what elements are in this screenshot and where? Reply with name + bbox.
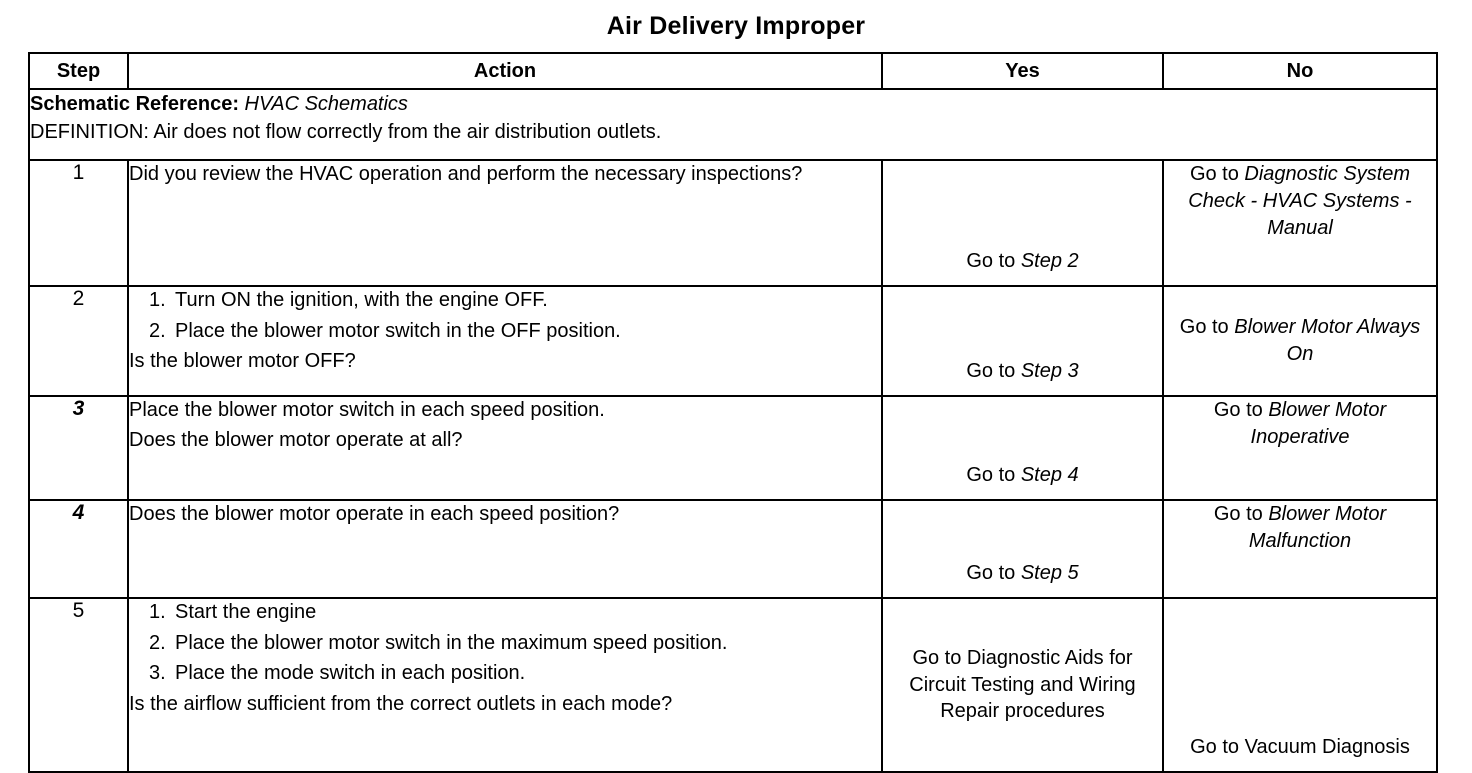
list-item: 1. Start the engine [129,599,881,627]
step-number-2: 2 [28,285,129,397]
no-cell-3: Go to Blower Motor Inoperative [1162,395,1438,501]
no-prefix: Go to [1213,503,1269,525]
yes-cell-5: Go to Diagnostic Aids for Circuit Testin… [881,597,1164,773]
no-cell-1: Go to Diagnostic System Check - HVAC Sys… [1162,159,1438,287]
yes-text: Go to Diagnostic Aids for Circuit Testin… [909,646,1136,723]
action-text: Did you review the HVAC operation and pe… [129,163,803,185]
yes-emphasis: Step 3 [1020,360,1079,383]
no-emphasis: Blower Motor Always On [1234,316,1421,365]
action-cell-4: Does the blower motor operate in each sp… [127,499,883,599]
list-item-number: 3. [149,662,166,685]
list-item-text: Place the blower motor switch in the OFF… [175,319,621,342]
column-header-no: No [1162,52,1438,90]
table-row: 1 Did you review the HVAC operation and … [28,159,1438,287]
step-number-3: 3 [28,395,129,501]
action-cell-1: Did you review the HVAC operation and pe… [127,159,883,287]
no-cell-2: Go to Blower Motor Always On [1162,285,1438,397]
list-item: 1. Turn ON the ignition, with the engine … [129,287,881,315]
column-header-action: Action [127,52,883,90]
yes-prefix: Go to [966,250,1021,273]
step-number-4: 4 [28,499,129,599]
no-emphasis: Blower Motor Malfunction [1248,503,1387,552]
list-item-number: 1. [149,601,166,623]
action-question: Does the blower motor operate at all? [129,428,463,451]
list-item-number: 1. [149,289,166,311]
definition-text: Air does not flow correctly from the air… [153,121,662,144]
yes-cell-4: Go to Step 5 [881,499,1164,599]
table-header-row: Step Action Yes No [28,52,1438,90]
yes-prefix: Go to [966,464,1021,487]
no-prefix: Go to [1213,399,1269,421]
action-question: Is the blower motor OFF? [129,350,356,373]
yes-prefix: Go to [966,360,1021,383]
no-emphasis: Diagnostic System Check - HVAC Systems -… [1188,163,1412,239]
action-step-list: 1. Turn ON the ignition, with the engine … [129,287,881,345]
definition-label: DEFINITION: [30,121,149,144]
step-number-5: 5 [28,597,129,773]
schematic-reference-value: HVAC Schematics [244,93,408,115]
action-cell-5: 1. Start the engine 2. Place the blower mo… [127,597,883,773]
action-question: Is the airflow sufficient from the corre… [129,692,673,715]
no-cell-5: Go to Vacuum Diagnosis [1162,597,1438,773]
list-item: 2. Place the blower motor switch in the O… [129,318,881,346]
step-number-1: 1 [28,159,129,287]
list-item-text: Place the blower motor switch in the max… [175,631,728,654]
column-header-yes: Yes [881,52,1164,90]
no-prefix: Go to [1179,316,1235,339]
definition-row: Schematic Reference: HVAC Schematics DEF… [28,88,1438,161]
list-item-text: Turn ON the ignition, with the engine OF… [175,289,548,311]
list-item-text: Place the mode switch in each position. [175,662,526,685]
schematic-reference-label: Schematic Reference: [30,93,239,115]
action-cell-3: Place the blower motor switch in each sp… [127,395,883,501]
list-item-number: 2. [149,631,166,654]
diagnostic-table: Step Action Yes No Schematic Reference: … [28,52,1438,773]
yes-emphasis: Step 4 [1020,464,1079,487]
no-text: Go to Vacuum Diagnosis [1190,736,1410,759]
page-title: Air Delivery Improper [606,12,866,40]
list-item: 2. Place the blower motor switch in the m… [129,630,881,658]
yes-cell-1: Go to Step 2 [881,159,1164,287]
no-prefix: Go to [1189,163,1245,185]
table-row: 5 1. Start the engine 2. Place the blower … [28,597,1438,773]
no-cell-4: Go to Blower Motor Malfunction [1162,499,1438,599]
yes-prefix: Go to [966,562,1021,585]
schematic-reference-line: Schematic Reference: HVAC Schematics [30,90,1436,118]
yes-emphasis: Step 5 [1020,562,1079,585]
action-cell-2: 1. Turn ON the ignition, with the engine … [127,285,883,397]
table-row: 4 Does the blower motor operate in each … [28,499,1438,599]
list-item-text: Start the engine [175,601,317,623]
yes-emphasis: Step 2 [1020,250,1079,273]
definition-line: DEFINITION: Air does not flow correctly … [30,118,1436,146]
table-row: 2 1. Turn ON the ignition, with the engin… [28,285,1438,397]
action-step-list: 1. Start the engine 2. Place the blower mo… [129,599,881,688]
no-emphasis: Blower Motor Inoperative [1250,399,1387,448]
definition-cell: Schematic Reference: HVAC Schematics DEF… [28,88,1438,161]
column-header-step: Step [28,52,129,90]
table-body: Schematic Reference: HVAC Schematics DEF… [28,88,1438,773]
action-text: Place the blower motor switch in each sp… [129,399,605,421]
yes-cell-2: Go to Step 3 [881,285,1164,397]
list-item-number: 2. [149,319,166,342]
action-text: Does the blower motor operate in each sp… [129,503,620,525]
table-row: 3 Place the blower motor switch in each … [28,395,1438,501]
list-item: 3. Place the mode switch in each position… [129,660,881,688]
yes-cell-3: Go to Step 4 [881,395,1164,501]
